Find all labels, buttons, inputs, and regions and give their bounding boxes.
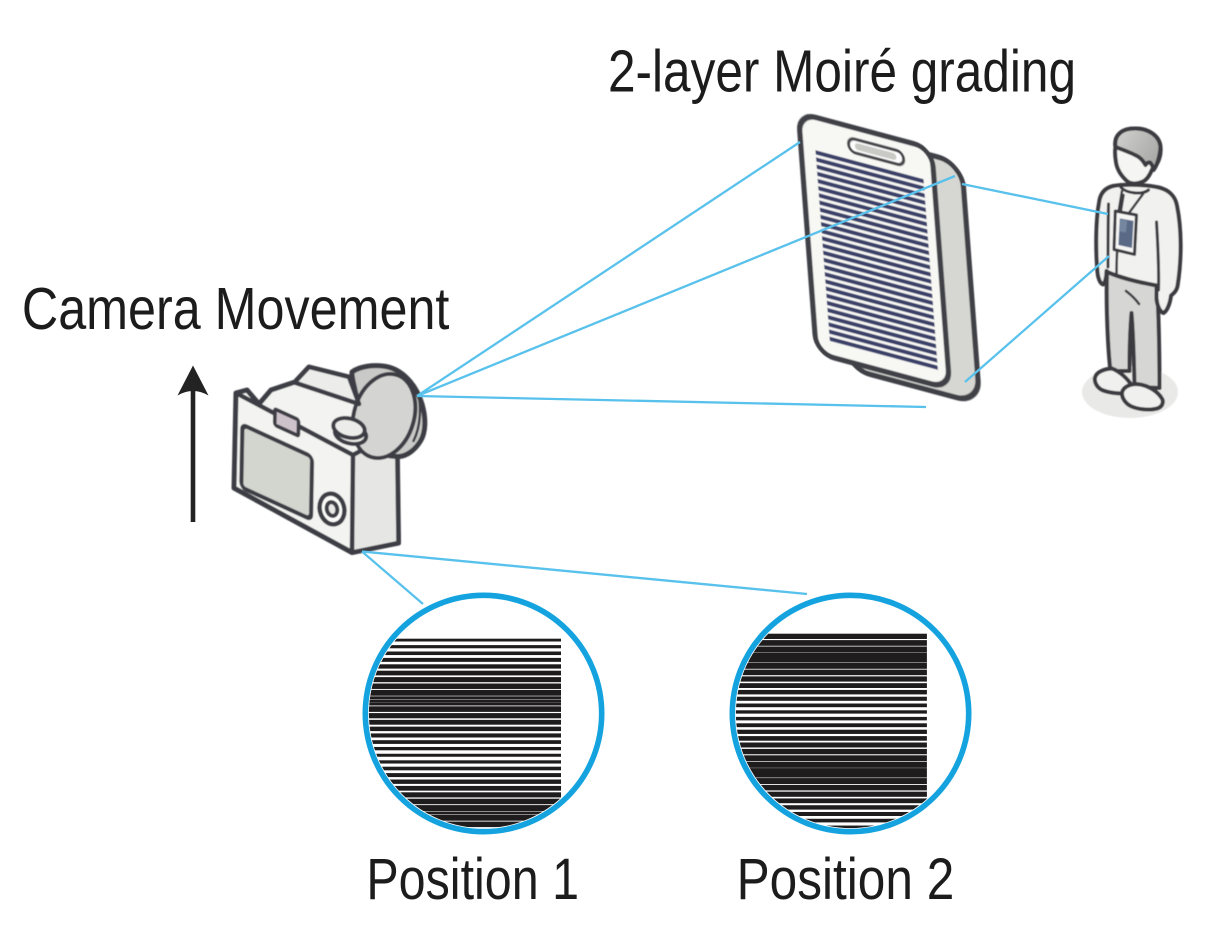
svg-text:Camera Movement: Camera Movement xyxy=(22,276,450,342)
svg-text:Position 1: Position 1 xyxy=(366,847,579,912)
svg-text:2-layer Moiré grading: 2-layer Moiré grading xyxy=(608,39,1076,105)
svg-text:Position 2: Position 2 xyxy=(737,847,955,912)
